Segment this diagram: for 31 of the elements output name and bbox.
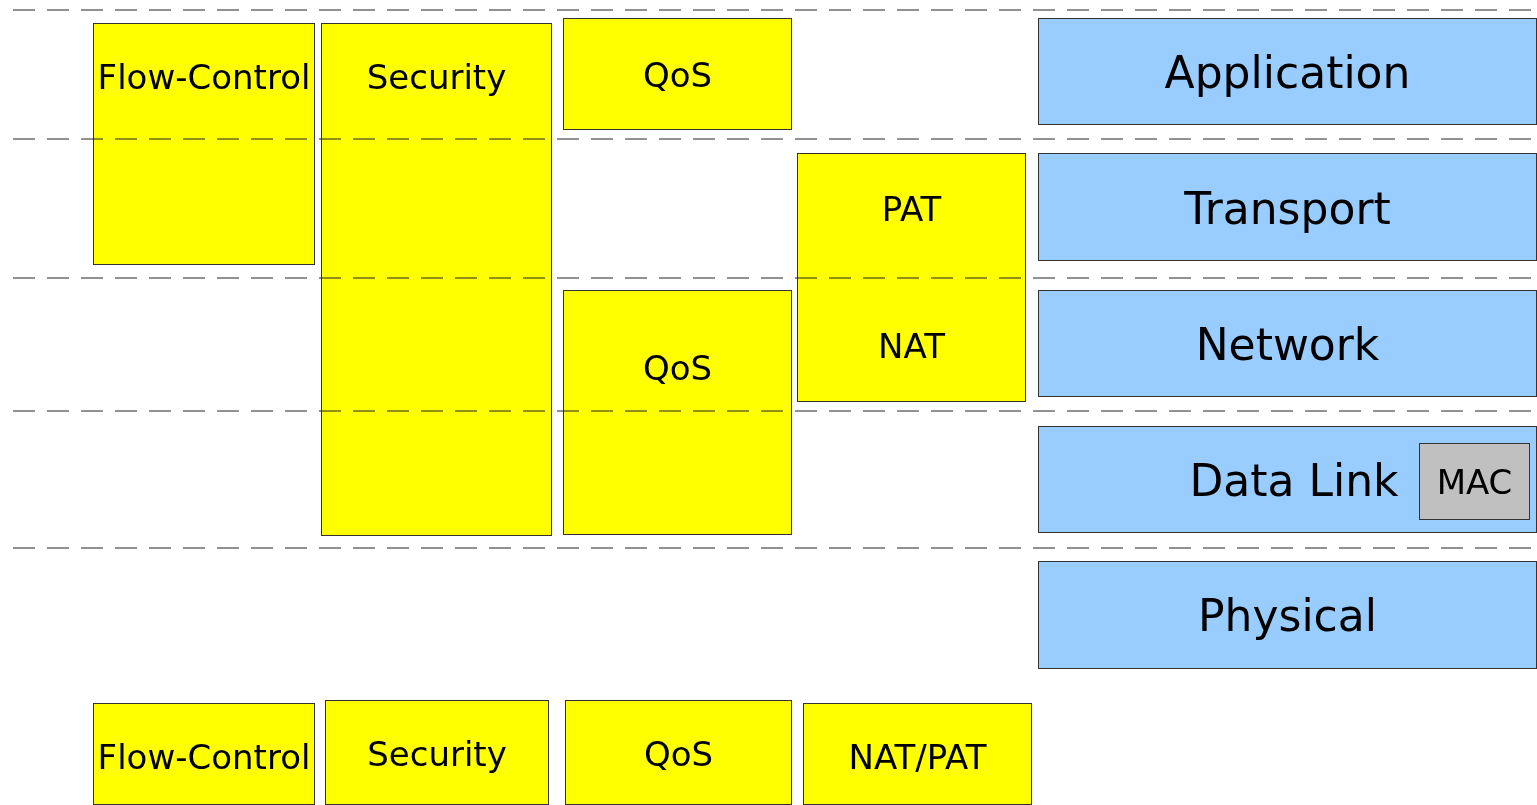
feature-label: Security	[366, 737, 508, 772]
feature-label: Security	[365, 60, 508, 95]
layer-box	[1038, 153, 1537, 261]
feature-box	[797, 153, 1026, 402]
feature-label: Flow-Control	[96, 60, 312, 95]
feature-label: NAT	[877, 329, 946, 364]
layer-label: Physical	[1197, 593, 1378, 638]
feature-box	[93, 703, 315, 805]
feature-box	[563, 290, 792, 535]
feature-box	[93, 23, 315, 265]
feature-box	[325, 700, 549, 805]
feature-label: QoS	[641, 351, 714, 386]
layer-box	[1038, 561, 1537, 669]
layer-label: Transport	[1183, 186, 1392, 231]
layer-box	[1038, 18, 1537, 125]
layer-box	[1038, 426, 1537, 533]
feature-box	[563, 18, 792, 130]
feature-label: PAT	[880, 192, 943, 227]
layer-box	[1038, 290, 1537, 397]
feature-label: QoS	[642, 737, 715, 772]
feature-label: NAT/PAT	[847, 740, 988, 775]
feature-box	[321, 23, 552, 536]
feature-label: QoS	[641, 58, 714, 93]
feature-label: Flow-Control	[96, 740, 312, 775]
layer-label: Data Link	[1188, 458, 1400, 503]
sublayer-box	[1419, 443, 1530, 520]
layer-label: Application	[1163, 50, 1412, 95]
layer-label: Network	[1194, 322, 1381, 367]
sublayer-label: MAC	[1435, 465, 1514, 500]
feature-box	[803, 703, 1032, 805]
feature-box	[565, 700, 792, 805]
